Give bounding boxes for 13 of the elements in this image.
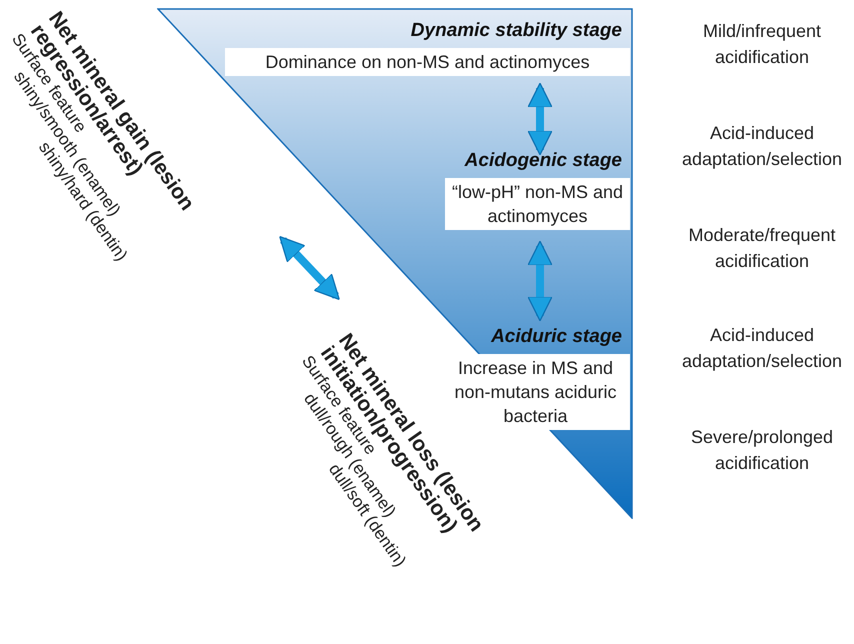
double-arrow bbox=[527, 240, 553, 322]
stage-heading: Dynamic stability stage bbox=[410, 20, 623, 42]
condition-label: Acid-induced adaptation/selection bbox=[680, 324, 844, 373]
double-arrow bbox=[279, 236, 340, 300]
stage-description: Dominance on non-MS and actinomyces bbox=[225, 48, 630, 76]
stage-heading: Acidogenic stage bbox=[463, 150, 623, 172]
stage-heading: Aciduric stage bbox=[490, 326, 623, 348]
condition-label: Severe/prolonged acidification bbox=[690, 426, 834, 475]
condition-label: Moderate/frequent acidification bbox=[687, 224, 837, 273]
condition-label: Acid-induced adaptation/selection bbox=[680, 122, 844, 171]
condition-label: Mild/infrequent acidification bbox=[702, 20, 822, 69]
stage-description: “low-pH” non-MS and actinomyces bbox=[445, 178, 630, 230]
double-arrow bbox=[527, 82, 553, 156]
